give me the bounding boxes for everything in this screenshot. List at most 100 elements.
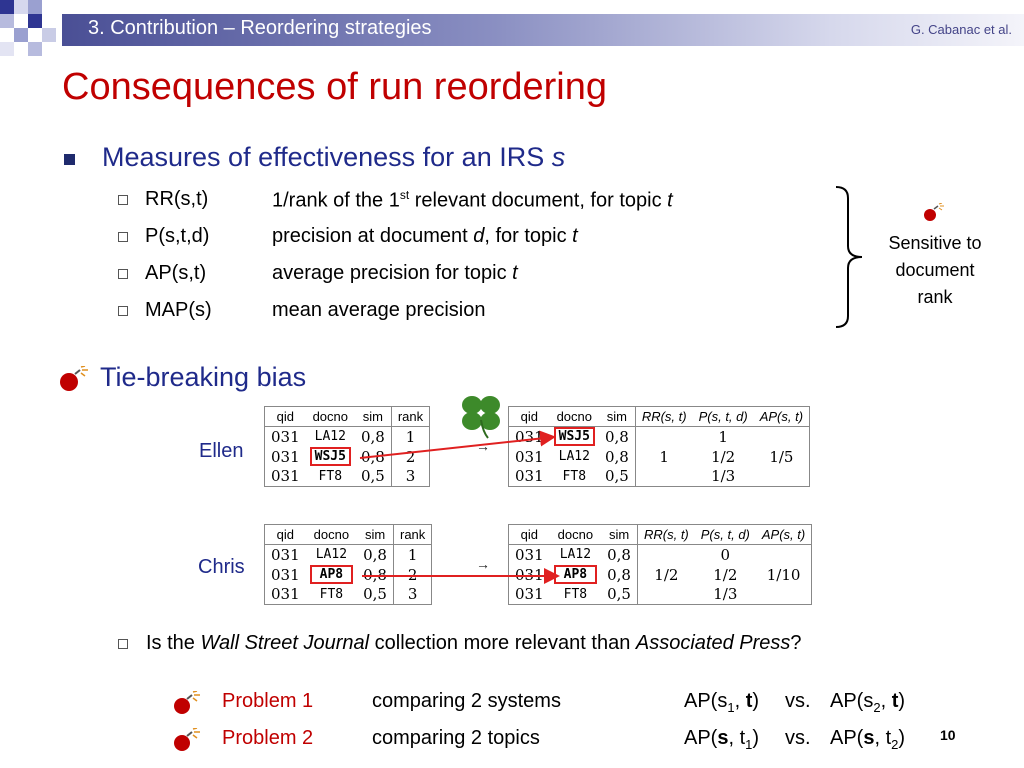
col-header: P(s, t, d): [694, 524, 756, 545]
cell-ap: [753, 426, 811, 447]
col-header: docno: [305, 524, 358, 545]
cell-qid: 031: [263, 446, 306, 467]
formula-sub: 2: [891, 737, 899, 752]
col-header: RR(s, t): [634, 406, 693, 427]
measure-desc-var: t: [512, 262, 518, 284]
author-credit: G. Cabanac et al.: [910, 22, 1012, 37]
col-header: AP(s, t): [755, 524, 813, 545]
measure-name: RR(s,t): [145, 188, 209, 210]
col-header: rank: [390, 406, 431, 427]
question-part: Is the: [146, 632, 201, 654]
cell-p: 1/3: [692, 466, 754, 487]
cell-sim: 0,8: [604, 447, 629, 466]
measure-desc-var: t: [667, 189, 673, 212]
cell-qid: 031: [507, 446, 550, 467]
problem-1-label: Problem 1: [222, 690, 314, 712]
col-header: sim: [354, 406, 392, 427]
cell-rank: 1: [392, 544, 433, 565]
cell-sim: 0,5: [357, 584, 394, 605]
measure-desc-sup: st: [399, 188, 410, 202]
cell-qid: 031: [507, 544, 550, 565]
cell-docno: FT8: [549, 584, 602, 605]
formula-bold: t: [891, 690, 899, 712]
measure-desc: precision at document d, for topic t: [272, 225, 578, 248]
cell-docno: FT8: [305, 584, 358, 605]
corner-square-decoration: [28, 0, 42, 14]
cell-sim: 0,8: [363, 545, 387, 564]
formula-sub: 2: [873, 700, 881, 715]
problem-1-desc: comparing 2 systems: [372, 690, 561, 712]
side-note-line: Sensitive to: [888, 233, 982, 253]
measure-desc: 1/rank of the 1st relevant document, for…: [272, 188, 673, 213]
corner-square-decoration: [14, 28, 28, 42]
section-title: 3. Contribution – Reordering strategies: [88, 17, 432, 39]
cell-docno: LA12: [559, 547, 592, 563]
problem-2-formula-left: AP(s, t1): [684, 727, 759, 752]
cell-sim: 0,5: [601, 584, 638, 605]
right-brace-icon: [835, 186, 863, 328]
question-part: ?: [790, 632, 802, 654]
measure-desc-text: mean average precision: [272, 299, 486, 321]
cell-p: 1: [718, 427, 728, 446]
cell-p: 0: [720, 545, 731, 564]
side-note-line: document: [895, 260, 975, 280]
side-note-line: rank: [917, 287, 953, 307]
cell-docno-highlight: WSJ5: [309, 447, 351, 466]
hollow-bullet-icon: [118, 195, 128, 205]
bomb-icon: [924, 203, 944, 221]
cell-sim: 0,8: [607, 545, 631, 564]
corner-square-decoration: [0, 0, 14, 14]
col-header: docno: [549, 406, 599, 427]
formula-part: AP(: [830, 727, 864, 749]
cell-rr: 1: [634, 446, 693, 467]
hollow-bullet-icon: [118, 269, 128, 279]
col-header: sim: [357, 524, 394, 545]
formula-part: ): [898, 727, 906, 749]
cell-docno: LA12: [315, 547, 348, 563]
formula-part: AP(s: [684, 690, 728, 712]
cell-sim: 0,8: [363, 565, 387, 584]
cell-rank: 3: [392, 584, 433, 605]
col-header: AP(s, t): [753, 406, 811, 427]
cell-docno-highlight: WSJ5: [553, 427, 595, 447]
corner-square-decoration: [28, 14, 42, 28]
cell-rr: [634, 426, 693, 447]
chris-label: Chris: [198, 556, 245, 578]
cell-docno-highlight: AP8: [309, 565, 354, 584]
formula-part: ,: [734, 690, 746, 712]
cell-rr: 1/2: [636, 564, 695, 585]
col-header: sim: [598, 406, 636, 427]
tie-breaking-heading: Tie-breaking bias: [100, 362, 307, 392]
measures-heading-var: s: [551, 142, 566, 172]
four-leaf-clover-icon: [462, 396, 500, 439]
cell-qid: 031: [507, 466, 550, 487]
cell-rr: [636, 584, 695, 605]
col-header: P(s, t, d): [692, 406, 754, 427]
measure-name: AP(s,t): [145, 262, 207, 284]
cell-docno-highlight: AP8: [553, 565, 598, 584]
col-header: docno: [549, 524, 602, 545]
ellen-reordered-run-table: qid docno sim RR(s, t) P(s, t, d) AP(s, …: [507, 406, 811, 487]
measure-desc-text: precision at document: [272, 225, 474, 247]
measure-desc-text: 1/rank of the 1: [272, 189, 400, 212]
cell-qid: 031: [263, 564, 306, 585]
ellen-label: Ellen: [199, 440, 244, 462]
measure-desc-var: d: [473, 225, 485, 247]
cell-qid: 031: [263, 584, 306, 605]
cell-sim: 0,8: [604, 427, 629, 446]
slide-title: Consequences of run reordering: [62, 66, 608, 108]
cell-ap: 1/5: [753, 446, 811, 467]
problem-1-formula-left: AP(s1, t): [684, 690, 759, 715]
col-header: qid: [507, 406, 550, 427]
problem-1-formula-right: AP(s2, t): [830, 690, 905, 715]
cell-sim: 0,8: [607, 565, 631, 584]
cell-p: 1/2: [713, 565, 738, 584]
formula-sub: 1: [745, 737, 753, 752]
cell-docno: LA12: [314, 429, 346, 445]
cell-docno: FT8: [549, 466, 599, 487]
problem-2-vs: vs.: [785, 727, 811, 749]
cell-ap: [755, 544, 813, 565]
header-bar: [62, 14, 1024, 46]
side-note: Sensitive to document rank: [874, 230, 996, 311]
bomb-icon: [174, 691, 200, 714]
